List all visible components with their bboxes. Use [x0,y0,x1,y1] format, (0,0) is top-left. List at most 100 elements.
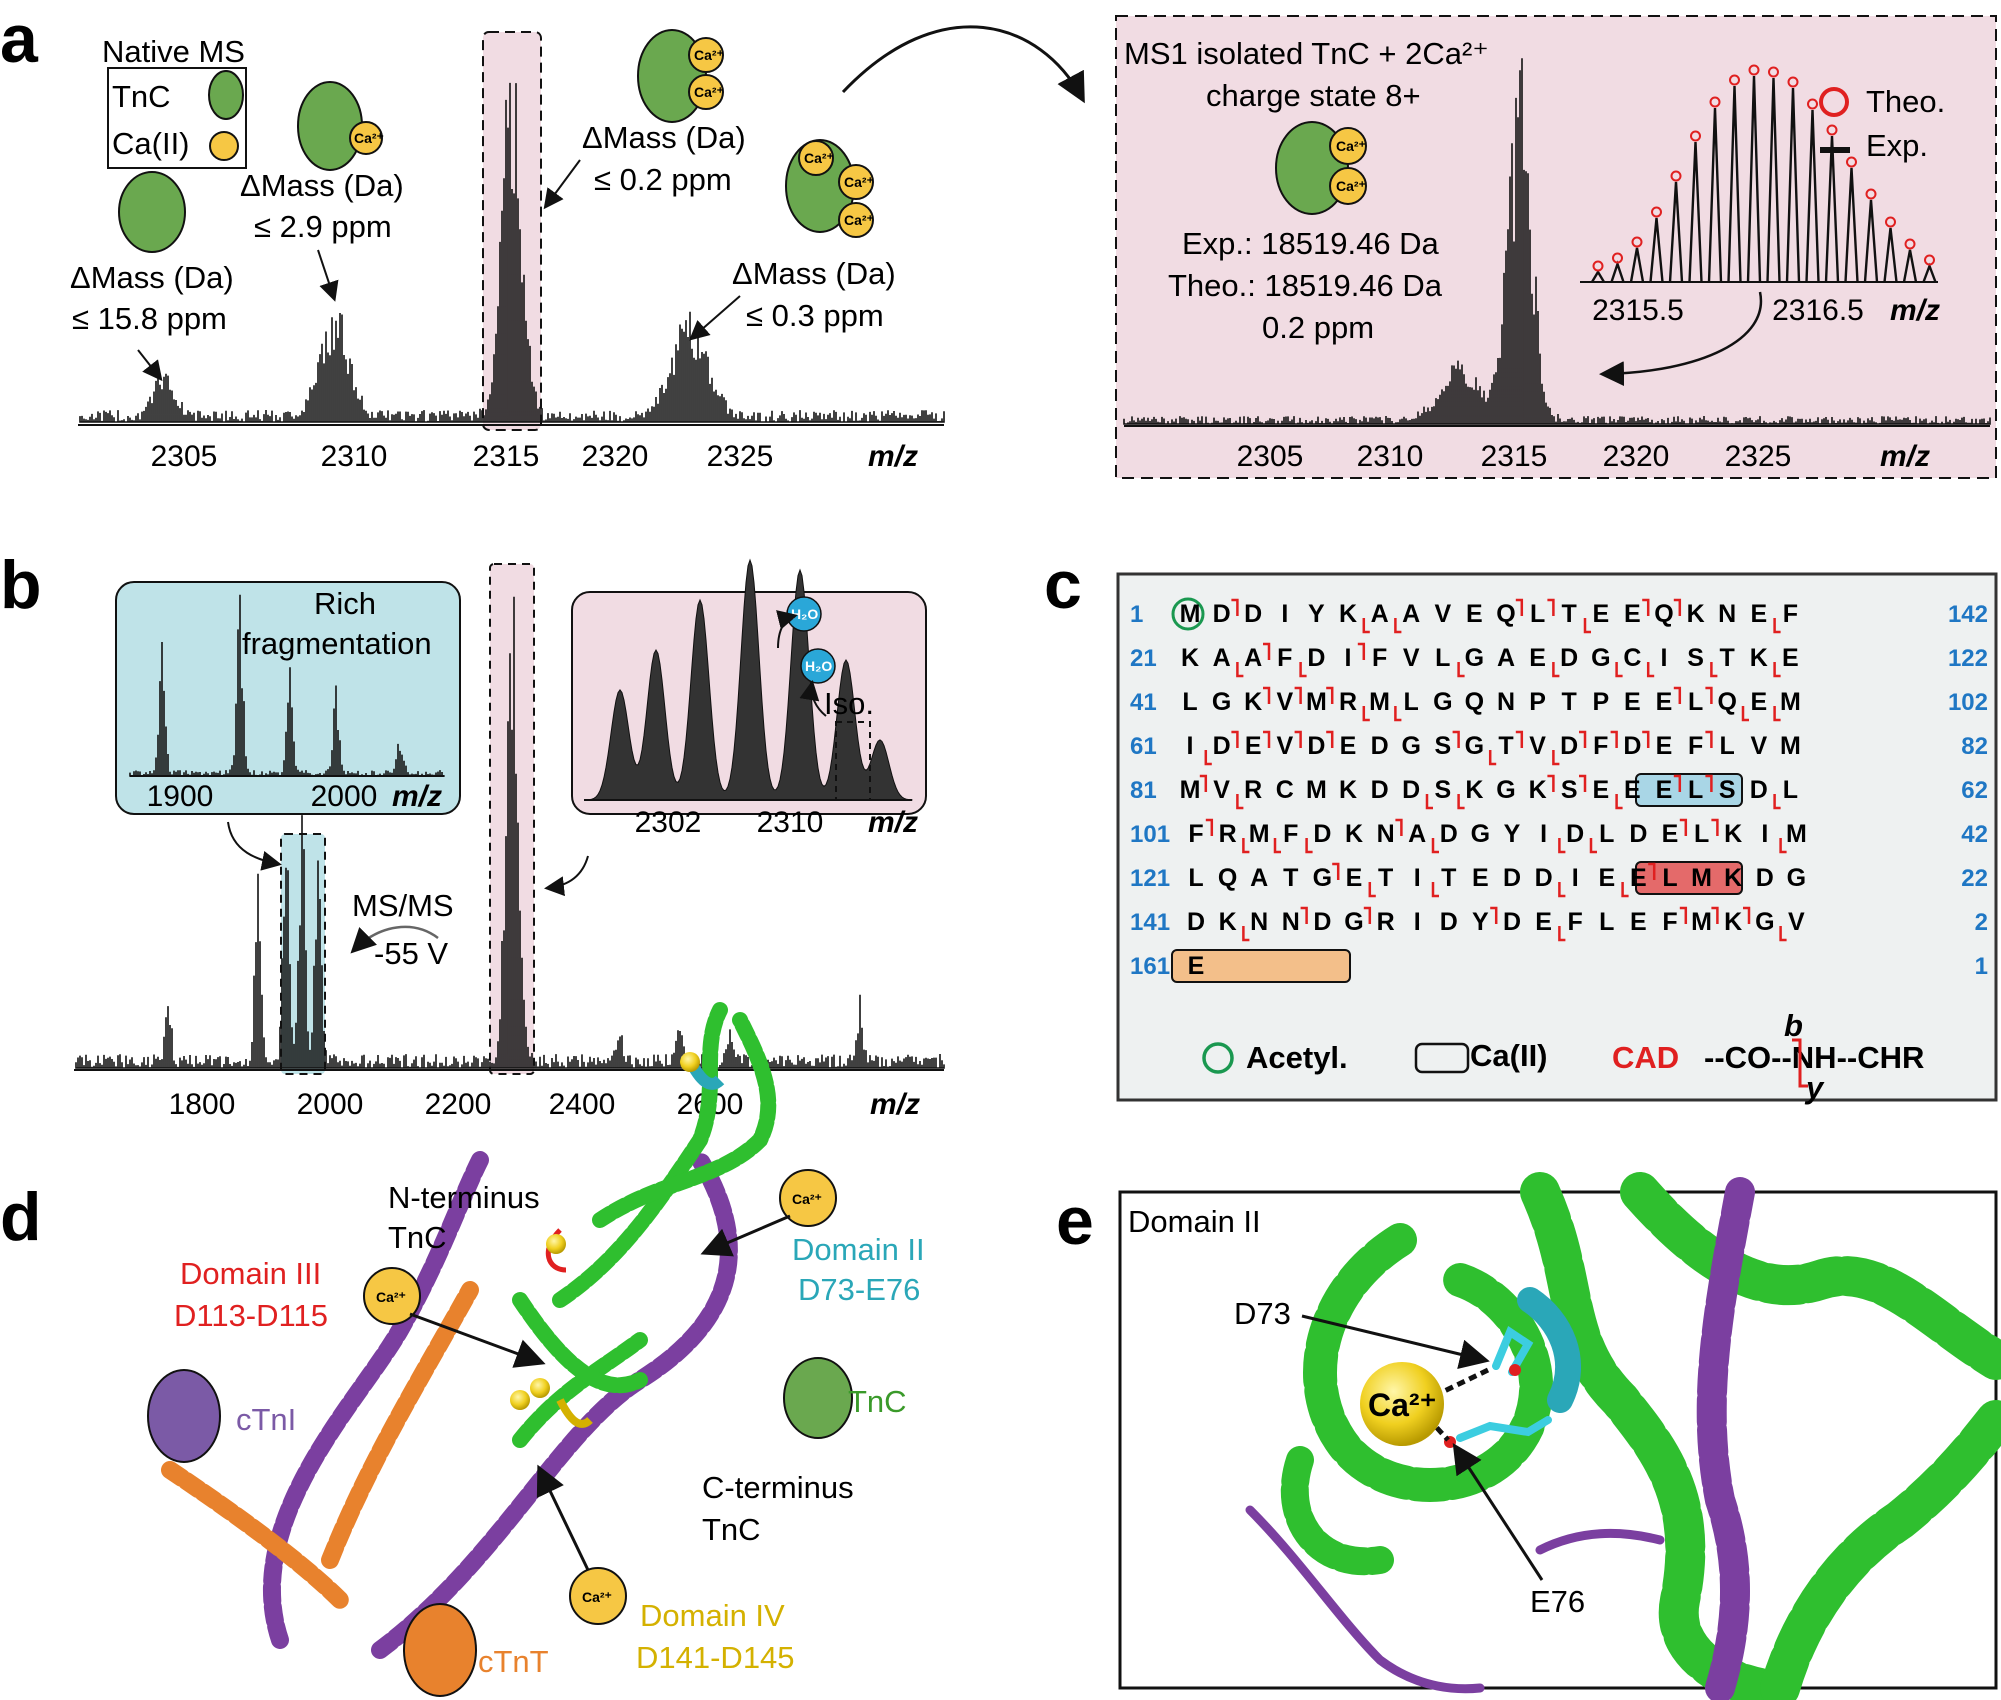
residue: I [1572,864,1579,892]
residue: E [1466,600,1483,628]
residue: S [1687,644,1704,672]
residue: R [1377,908,1395,936]
cad-cleavage-mark [1558,882,1566,898]
ca-binding-region-dom2 [1635,773,1743,807]
residue: F [1688,732,1703,760]
cad-cleavage-mark [1679,818,1688,836]
panel-b: b Rich fragmentation 1900 2000 m/z H₂O H… [0,547,945,1121]
cad-cleavage-mark [1673,774,1682,792]
legend-ca: Ca(II) [1470,1038,1548,1073]
cad-cleavage-mark [1673,598,1682,616]
residue: F [1593,732,1608,760]
residue: E [1188,952,1205,980]
residue: L [1694,820,1709,848]
ca-ion-icon [688,37,724,73]
residue: M [1249,820,1270,848]
residue: T [1720,644,1735,672]
residue: Y [1308,600,1325,628]
d73-label: D73 [1234,1296,1291,1331]
cad-cleavage-mark [1368,882,1376,898]
x-tick-label: 2000 [297,1088,364,1121]
residue: M [1306,776,1327,804]
x-tick-label: 2320 [582,440,649,473]
residue: V [1276,688,1293,716]
residue: E [1782,644,1799,672]
cad-cleavage-mark [1231,730,1239,748]
ca-ion-sphere [530,1378,550,1398]
residue: G [1212,688,1231,716]
inset-link-arrow [544,855,589,897]
residue: K [1465,776,1483,804]
ca-ion-sphere [510,1390,530,1410]
msms-label: MS/MS [352,888,454,923]
residue: E [1535,908,1552,936]
cad-cleavage-mark [1648,862,1656,880]
cad-cleavage-mark [1394,706,1402,722]
cad-cleavage-mark [1552,750,1560,766]
residue: L [1435,644,1450,672]
seq-row-end-number: 62 [1961,777,1988,804]
inset-tick-label: 1900 [147,780,214,813]
panel-d: d N-terminus TnC Ca²⁺ Domain II D73-E76 … [0,1002,925,1697]
cad-cleavage-mark [1326,686,1334,704]
x-tick-label: 2310 [1357,440,1424,473]
residue: S [1719,776,1736,804]
theoretical-point [1592,260,1604,272]
cad-cleavage-mark [1362,706,1370,722]
cad-cleavage-mark [1395,818,1403,836]
x-tick-label: 2305 [1237,440,1304,473]
ca-ion-icon [363,1267,421,1325]
zoom-tick-label: 2316.5 [1772,294,1864,327]
residue: M [1780,688,1801,716]
residue: D [1371,776,1389,804]
residue: N [1377,820,1395,848]
x-tick-label: 2325 [707,440,774,473]
peak4-dmass: ΔMass (Da) [732,256,896,291]
domain4-range: D141-D145 [636,1640,795,1675]
residue: K [1219,908,1237,936]
residue: I [1761,820,1768,848]
residue: S [1561,776,1578,804]
residue: I [1281,600,1288,628]
cad-cleavage-mark [1615,662,1623,678]
theoretical-point [1670,170,1682,182]
tnc-label: TnC [848,1384,907,1419]
inset-tick-label: 2302 [635,806,702,839]
ctnt-helix [161,1461,349,1609]
residue: I [1414,864,1421,892]
ctnt-icon [403,1603,477,1697]
residue: L [1688,688,1703,716]
ca-pointer-arrow [409,1312,546,1368]
ca-binding-region-dom3 [1635,861,1743,895]
ca-ion-sphere [680,1052,700,1072]
peak2-ppm: ≤ 2.9 ppm [254,209,392,244]
rich-label: Rich [314,586,376,621]
legend-acetyl: Acetyl. [1246,1040,1348,1075]
tnc-icon [783,1357,853,1439]
water-label: H₂O [805,658,832,674]
residue: N [1497,688,1515,716]
domain2-label: Domain II [792,1232,925,1267]
residue: K [1339,600,1357,628]
acetyl-legend-icon [1202,1042,1234,1074]
residue: E [1592,776,1609,804]
seq-row-end-number: 122 [1948,645,1988,672]
ctni-helix [1696,1177,1755,1700]
residue: L [1188,864,1203,892]
cad-cleavage-mark [1705,730,1713,748]
cad-cleavage-mark [1431,882,1439,898]
ctni-icon [147,1369,221,1463]
residue: M [1369,688,1390,716]
seq-row-start-number: 1 [1130,601,1143,628]
residue: K [1724,820,1742,848]
residue: D [1402,776,1420,804]
residue: D [1503,908,1521,936]
residue: E [1630,864,1647,892]
residue: V [1276,732,1293,760]
cad-cleavage-mark [1773,618,1781,634]
tnc-helix [512,1292,648,1394]
x-tick-label: 2320 [1603,440,1670,473]
peak2-dmass: ΔMass (Da) [240,168,404,203]
ca-ion-icon [798,140,834,176]
ca-ion-icon [209,131,239,161]
